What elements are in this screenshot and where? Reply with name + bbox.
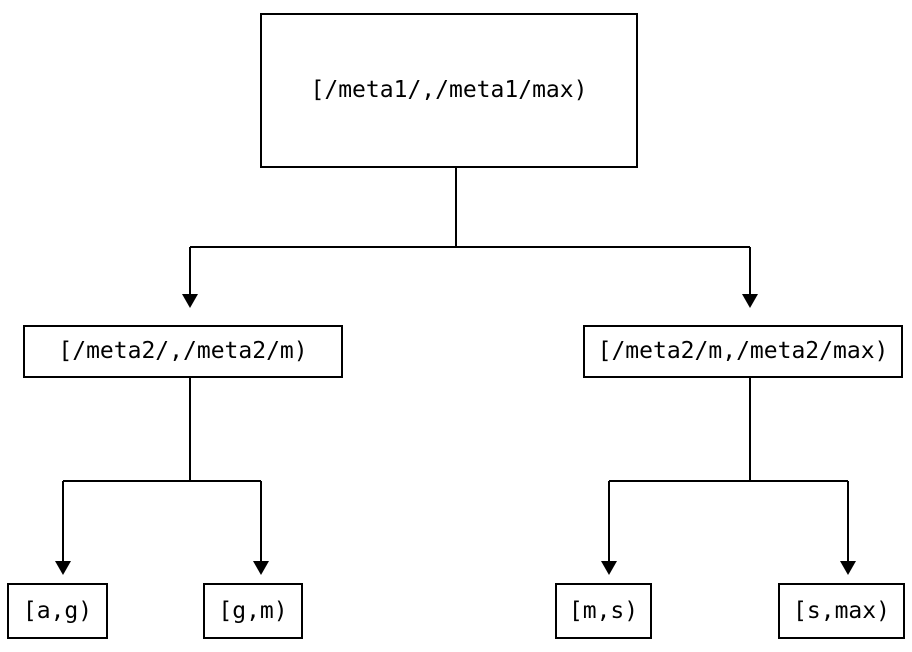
node-leaf-gm-label: [g,m) xyxy=(218,597,288,624)
node-leaf-smax-label: [s,max) xyxy=(793,597,890,624)
arrow-down-icon xyxy=(182,294,198,308)
arrow-down-icon xyxy=(253,561,269,575)
arrow-down-icon xyxy=(742,294,758,308)
node-root: [/meta1/,/meta1/max) xyxy=(260,13,638,168)
node-leaf-ag-label: [a,g) xyxy=(22,597,93,624)
node-leaf-ag: [a,g) xyxy=(7,583,108,639)
node-leaf-ms-label: [m,s) xyxy=(568,597,639,624)
node-right-child: [/meta2/m,/meta2/max) xyxy=(583,325,903,378)
node-leaf-ms: [m,s) xyxy=(555,583,652,639)
arrow-down-icon xyxy=(601,561,617,575)
node-leaf-smax: [s,max) xyxy=(778,583,905,639)
node-right-child-label: [/meta2/m,/meta2/max) xyxy=(597,338,889,364)
node-left-child-label: [/meta2/,/meta2/m) xyxy=(58,338,308,364)
arrow-down-icon xyxy=(840,561,856,575)
arrow-down-icon xyxy=(55,561,71,575)
node-left-child: [/meta2/,/meta2/m) xyxy=(23,325,343,378)
node-leaf-gm: [g,m) xyxy=(203,583,303,639)
node-root-label: [/meta1/,/meta1/max) xyxy=(310,77,588,103)
